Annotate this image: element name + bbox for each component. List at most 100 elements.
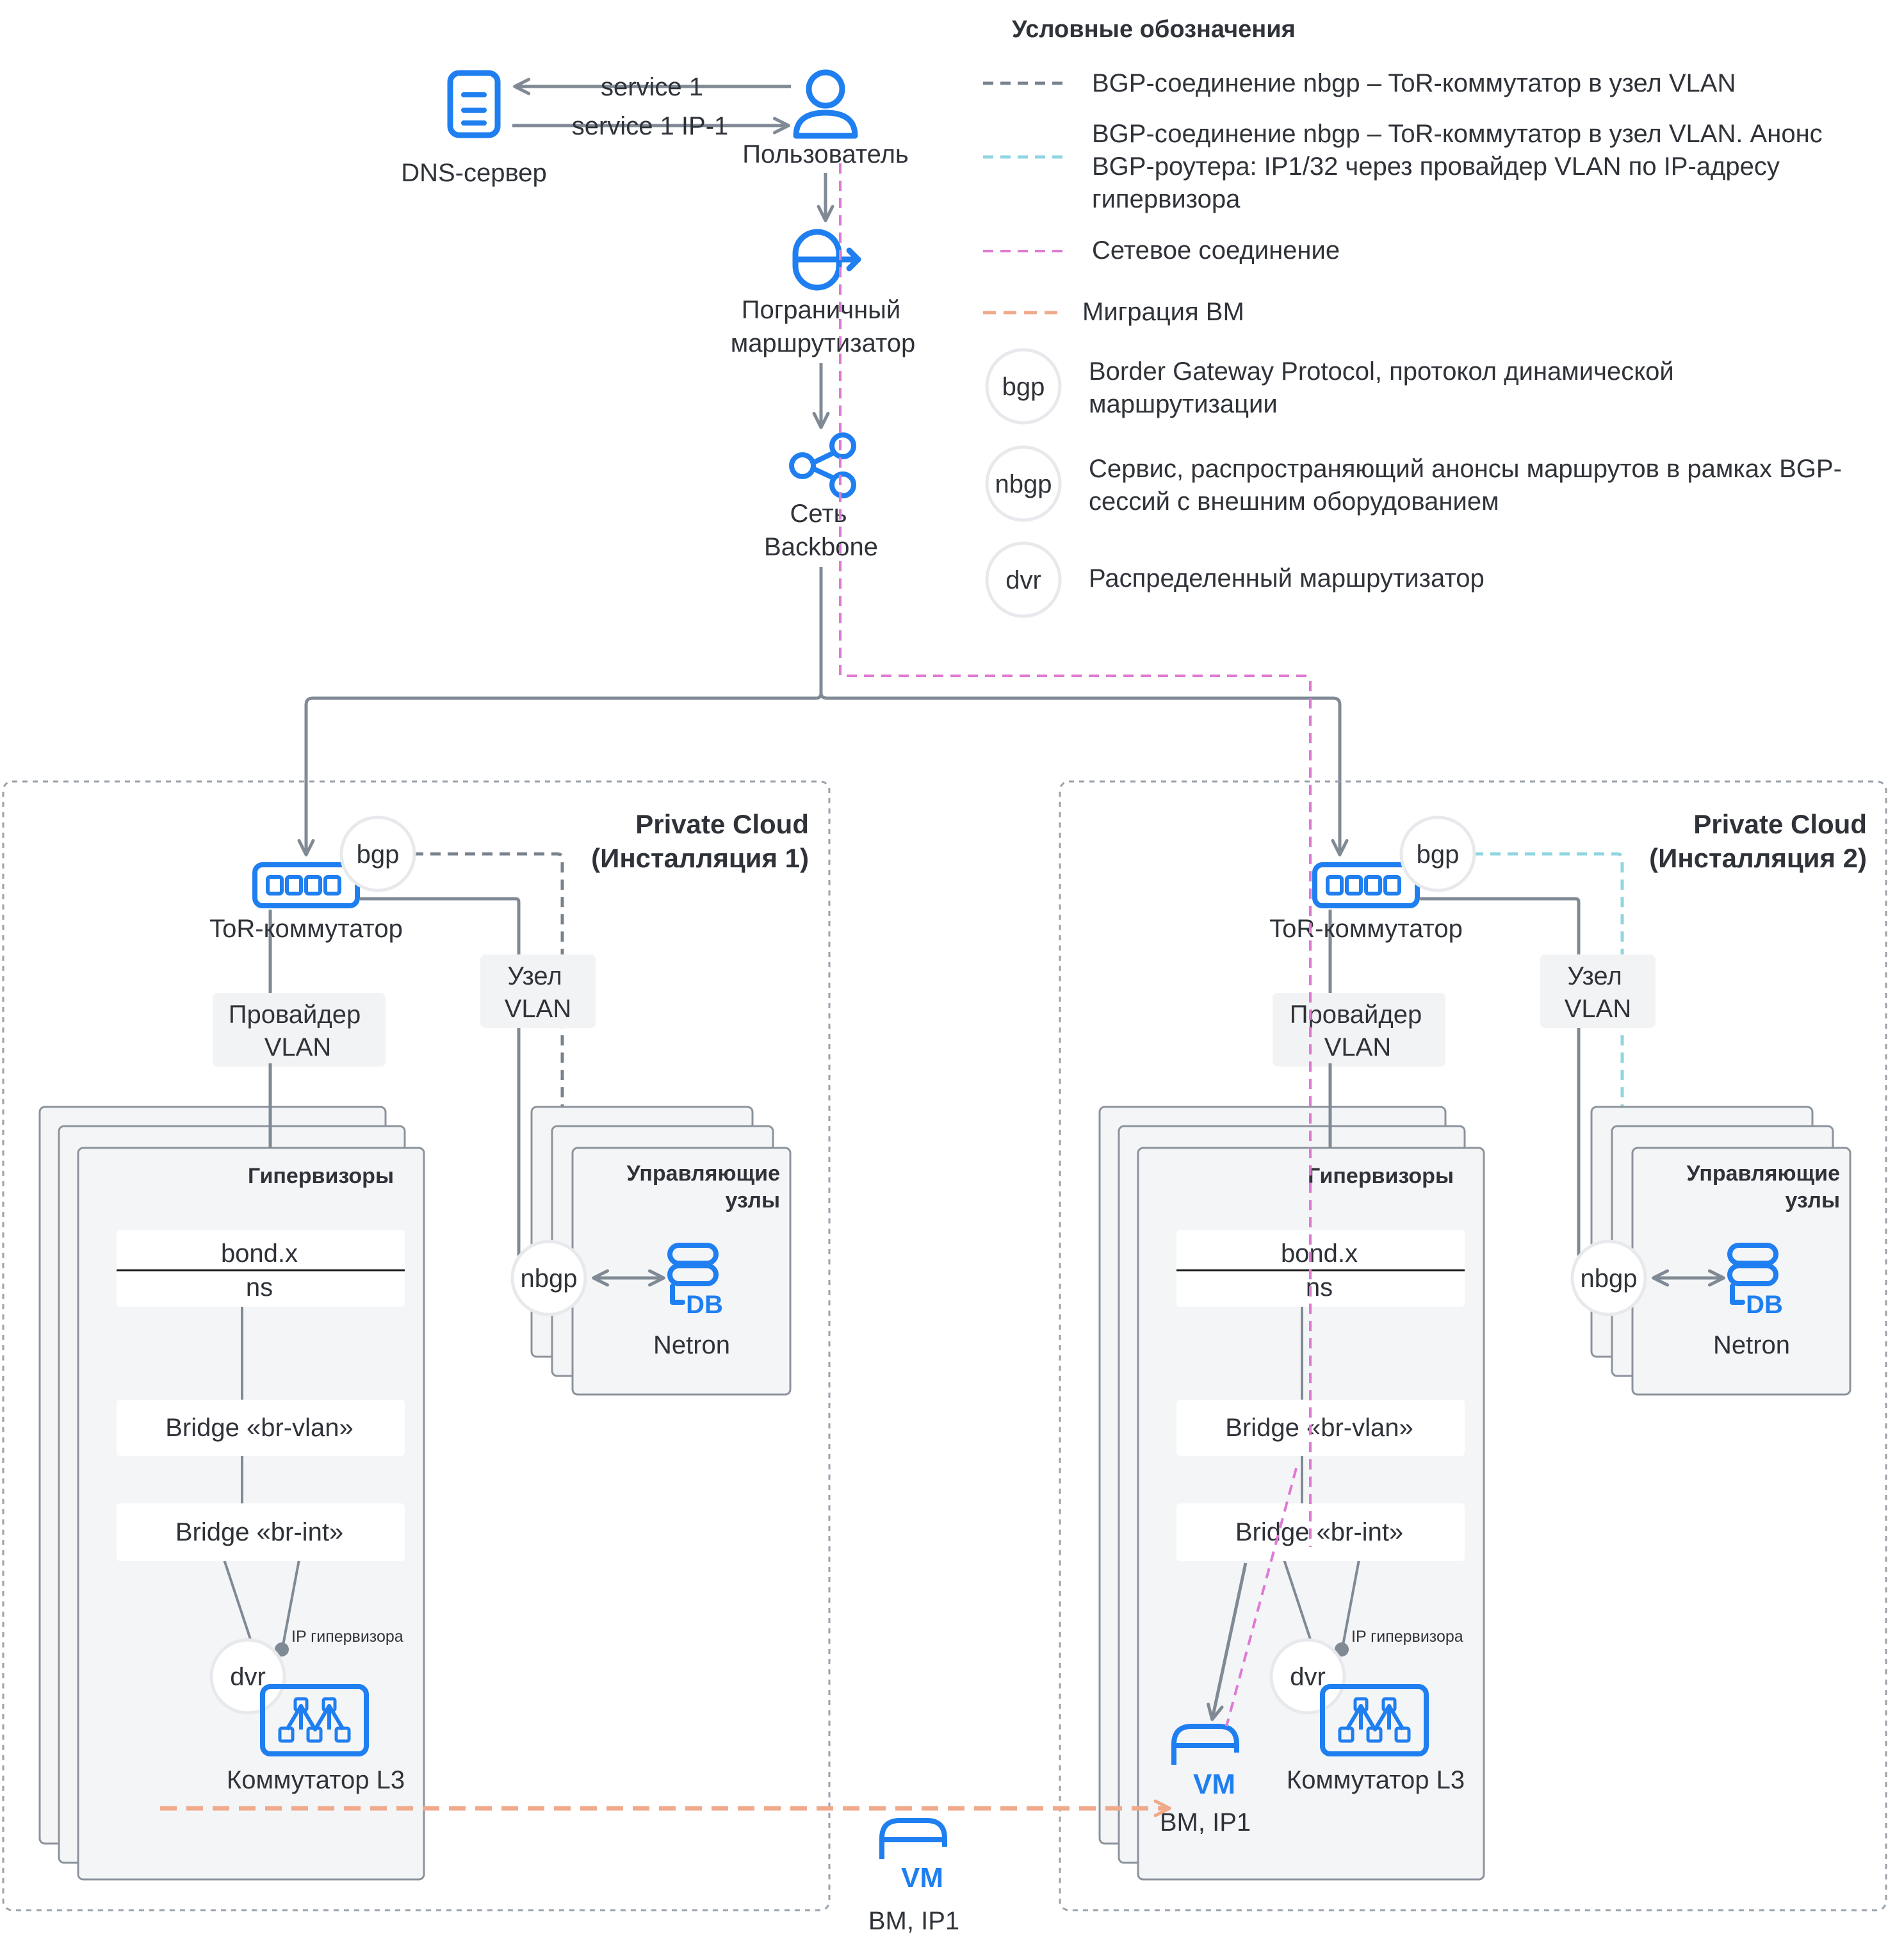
legend-item-bgp-1: Border Gateway Protocol, протокол динами… — [1089, 357, 1674, 386]
legend-item-bgp-announce-2: BGP-роутера: IP1/32 через провайдер VLAN… — [1092, 152, 1780, 181]
private-cloud-2: Private Cloud (Инсталляция 2) Провайдер … — [1059, 780, 1887, 1911]
cloud-2-title-2: (Инсталляция 2) — [1649, 843, 1867, 873]
ip-hypervisor-1-label: IP гипервизора — [291, 1628, 403, 1646]
hypervisors-2-title: Гипервизоры — [1308, 1164, 1454, 1188]
cloud-2-title-1: Private Cloud — [1693, 809, 1867, 839]
tor-2-to-nbgp-line — [1420, 897, 1581, 1256]
user-label: Пользователь — [742, 140, 909, 168]
border-router: Пограничный маршрутизатор — [731, 229, 915, 357]
brint-to-ip-2-line — [1342, 1559, 1360, 1646]
bond-ns-1-box — [117, 1230, 405, 1307]
netron-1-label: Netron — [653, 1331, 730, 1359]
nbgp-1-circle — [510, 1239, 587, 1316]
provider-vlan-1-label-2: VLAN — [264, 1033, 332, 1061]
dns-server: DNS-сервер — [401, 70, 547, 187]
ip-hypervisor-2-dot — [1335, 1642, 1349, 1657]
node-vlan-2-chip — [1540, 954, 1656, 1028]
vm-2: VM ВМ, IP1 — [1160, 1724, 1251, 1837]
network-connection-pink-to-vm — [1225, 1468, 1298, 1727]
control-nodes-1-title-1: Управляющие — [627, 1161, 781, 1186]
l3-switch-icon — [1320, 1684, 1429, 1756]
brint-to-dvr-2-line — [1283, 1559, 1312, 1642]
br-vlan-2-label: Bridge «br-vlan» — [1225, 1414, 1413, 1442]
ns-1-label: ns — [246, 1273, 273, 1302]
bond-1-label: bond.x — [221, 1239, 298, 1268]
private-cloud-1: Private Cloud (Инсталляция 1) Провайдер … — [2, 780, 831, 1911]
legend-item-bgp-connection: BGP-соединение nbgp – ToR-коммутатор в у… — [1092, 69, 1736, 97]
hypervisors-1-title: Гипервизоры — [248, 1164, 394, 1188]
l3-switch-2: Коммутатор L3 — [1287, 1684, 1465, 1794]
legend: Условные обозначения BGP-соединение nbgp… — [983, 16, 1842, 618]
db-1-text: DB — [686, 1291, 723, 1319]
vm-bottom: VM ВМ, IP1 — [868, 1818, 959, 1935]
br-int-1-box — [117, 1503, 405, 1561]
dvr-1-circle — [209, 1638, 286, 1715]
provider-vlan-1-label-1: Провайдер — [229, 1001, 361, 1029]
user-icon — [793, 69, 858, 139]
vm-bottom-icon-text: VM — [901, 1862, 943, 1894]
control-nodes-2-title-2: узлы — [1785, 1188, 1840, 1213]
share-network-icon — [789, 432, 856, 498]
br-vlan-2-box — [1176, 1400, 1465, 1456]
node-vlan-1-chip — [480, 954, 596, 1028]
tor-switch-1-label: ToR-коммутатор — [209, 915, 403, 943]
legend-nbgp-label: nbgp — [995, 470, 1052, 498]
bgp-1-dashed-line — [413, 852, 564, 1256]
legend-item-nbgp-2: сессий с внешним оборудованием — [1089, 487, 1499, 516]
server-icon — [447, 70, 501, 138]
legend-item-migration: Миграция ВМ — [1082, 298, 1244, 326]
legend-item-bgp-2: маршрутизации — [1089, 390, 1278, 418]
nbgp-2-label: nbgp — [1581, 1264, 1638, 1293]
backbone-label-1: Сеть — [790, 500, 847, 528]
legend-title: Условные обозначения — [1012, 16, 1296, 43]
br-vlan-1-box — [117, 1400, 405, 1456]
tor-switch-2-label: ToR-коммутатор — [1269, 915, 1463, 943]
switch-icon — [1312, 862, 1420, 908]
bgp-1-label: bgp — [357, 840, 400, 869]
legend-nbgp-circle — [985, 445, 1062, 522]
db-2-text: DB — [1746, 1291, 1783, 1319]
backbone-label-2: Backbone — [764, 533, 878, 561]
vm-2-label: ВМ, IP1 — [1160, 1808, 1251, 1837]
br-int-2-label: Bridge «br-int» — [1235, 1518, 1403, 1546]
legend-item-bgp-announce-1: BGP-соединение nbgp – ToR-коммутатор в у… — [1092, 120, 1823, 148]
provider-vlan-1-chip — [213, 993, 386, 1067]
control-nodes-1-title-2: узлы — [725, 1188, 780, 1213]
bgp-2-label: bgp — [1417, 840, 1460, 869]
vm-2-icon-text: VM — [1193, 1769, 1235, 1800]
legend-dvr-circle — [985, 541, 1062, 618]
cloud-1-title-1: Private Cloud — [635, 809, 809, 839]
bgp-2-dashed-line — [1473, 852, 1624, 1256]
service-request-label: service 1 — [601, 73, 703, 101]
br-int-2-box — [1176, 1503, 1465, 1561]
nbgp-2-circle — [1570, 1239, 1647, 1316]
l3-switch-2-label: Коммутатор L3 — [1287, 1766, 1465, 1794]
netron-2-label: Netron — [1713, 1331, 1790, 1359]
br-vlan-1-label: Bridge «br-vlan» — [165, 1414, 354, 1442]
legend-bgp-circle — [985, 348, 1062, 425]
user: Пользователь — [742, 69, 909, 168]
ip-hypervisor-2-label: IP гипервизора — [1351, 1628, 1463, 1646]
dvr-1-label: dvr — [230, 1663, 266, 1691]
node-vlan-2-label-1: Узел — [1567, 962, 1622, 990]
brint-to-ip-1-line — [282, 1559, 300, 1646]
bgp-2-circle — [1399, 815, 1476, 892]
vm-bottom-label: ВМ, IP1 — [868, 1907, 959, 1935]
ip-hypervisor-1-dot — [275, 1642, 289, 1657]
bond-2-label: bond.x — [1281, 1239, 1358, 1268]
bgp-1-circle — [339, 815, 416, 892]
border-router-label-1: Пограничный — [742, 296, 901, 324]
l3-switch-icon — [260, 1684, 369, 1756]
dns-server-label: DNS-сервер — [401, 159, 547, 187]
node-vlan-2-label-2: VLAN — [1565, 995, 1632, 1023]
node-vlan-1-label-2: VLAN — [505, 995, 572, 1023]
control-nodes-2-title-1: Управляющие — [1687, 1161, 1841, 1186]
switch-icon — [252, 862, 360, 908]
border-router-icon — [792, 229, 861, 291]
database-2-icon: DB — [1727, 1243, 1783, 1319]
dvr-2-label: dvr — [1290, 1663, 1326, 1691]
bond-ns-2-box — [1176, 1230, 1465, 1307]
backbone: Сеть Backbone — [764, 432, 878, 561]
nbgp-1-label: nbgp — [521, 1264, 578, 1293]
